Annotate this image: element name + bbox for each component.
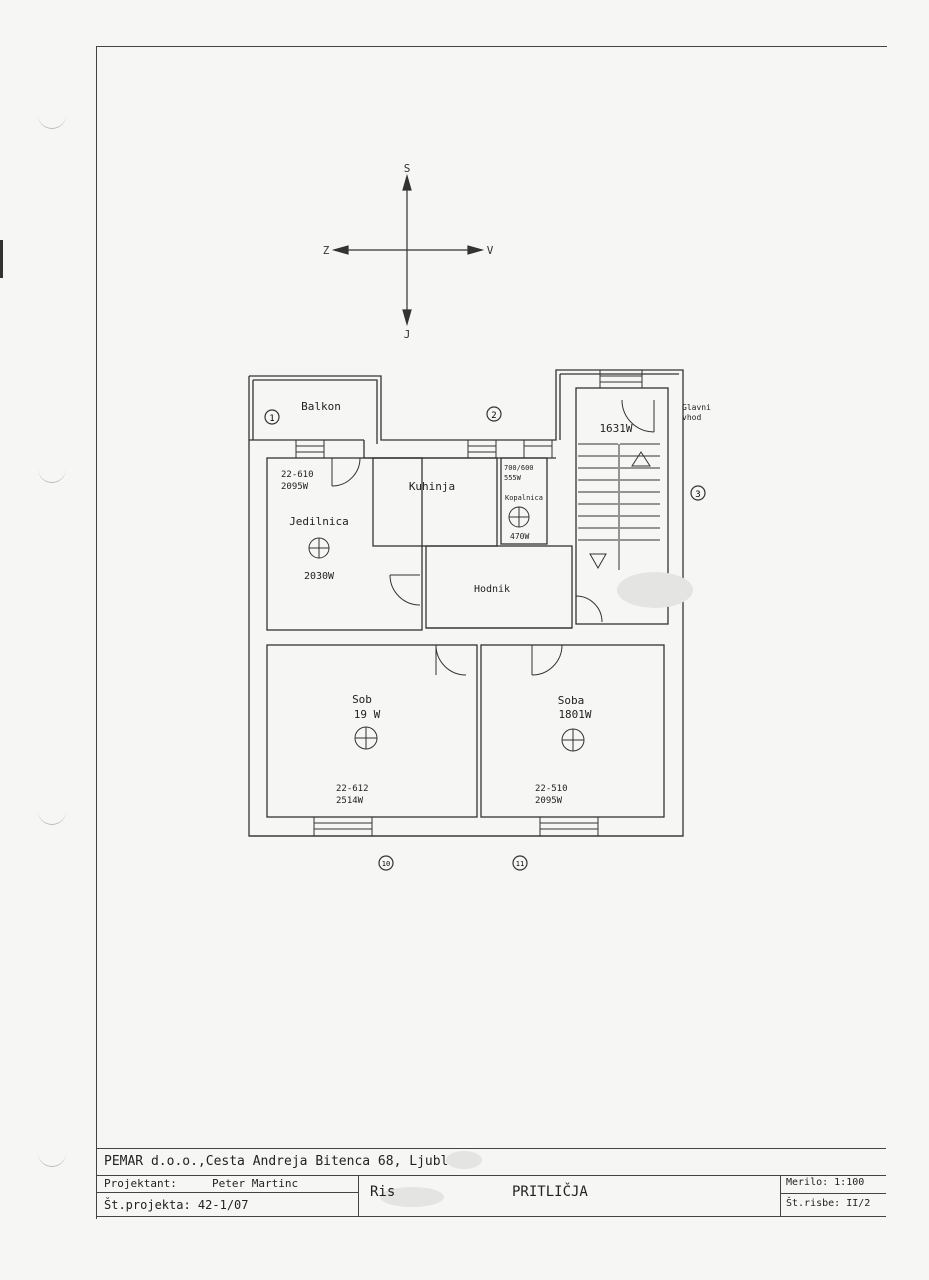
title-block-line	[96, 1175, 886, 1176]
marker-3: 3	[695, 490, 700, 500]
room-soba-left: Sob	[352, 693, 372, 706]
marker-2: 2	[491, 411, 496, 421]
room-kuhinja: Kuhinja	[409, 480, 455, 493]
room-kopalnica: Kopalnica	[505, 494, 543, 502]
company-name: PEMAR d.o.o.,Cesta Andreja Bitenca 68, L…	[104, 1154, 449, 1169]
marker-11: 11	[516, 860, 524, 868]
compass-west-label: Z	[323, 244, 330, 257]
compass-south-label: J	[404, 328, 411, 341]
title-block-bottom-line	[96, 1216, 886, 1218]
radiator-2-type: 22-612	[336, 784, 369, 794]
doors	[331, 399, 655, 676]
windows	[295, 369, 643, 837]
radiator-1-type: 22-610	[281, 470, 314, 480]
compass-east-label: V	[487, 244, 494, 257]
entrance-label-1: Glavni	[682, 403, 711, 412]
room-jedilnica: Jedilnica	[289, 515, 349, 528]
room-soba-right: Soba	[558, 694, 585, 707]
projektant-name: Peter Martinc	[212, 1177, 299, 1190]
punch-hole	[38, 1150, 66, 1167]
kopalnica-radiator-power: 555W	[504, 474, 522, 482]
radiator-3-power: 2095W	[535, 796, 563, 806]
room-soba-right-power: 1801W	[558, 708, 591, 721]
punch-hole	[38, 466, 66, 483]
stairs-power: 1631W	[599, 422, 632, 435]
kopalnica-power: 470W	[510, 532, 529, 541]
binder-mark	[0, 240, 3, 278]
compass-rose	[331, 173, 485, 327]
title-block-divider	[358, 1175, 359, 1217]
drawing-number: Št.risbe: II/2	[786, 1198, 871, 1209]
title-block-divider	[780, 1175, 781, 1217]
title-block-line	[780, 1193, 886, 1194]
markers	[264, 406, 706, 871]
punch-hole	[38, 808, 66, 825]
room-jedilnica-power: 2030W	[304, 571, 335, 582]
radiator-2-power: 2514W	[336, 796, 364, 806]
staircase	[578, 443, 660, 570]
title-block-top-line	[96, 1148, 886, 1150]
entrance-label-2: vhod	[682, 413, 701, 422]
projektant-label: Projektant:	[104, 1177, 177, 1190]
punch-hole	[38, 112, 66, 129]
marker-10: 10	[382, 860, 390, 868]
room-balkon: Balkon	[301, 400, 341, 413]
room-hodnik: Hodnik	[474, 584, 510, 595]
scale-label: Merilo: 1:100	[786, 1177, 865, 1188]
drawing-frame	[96, 46, 887, 1219]
redaction-blur	[380, 572, 693, 1207]
compass-north-label: S	[404, 162, 411, 175]
drawing-title-left: Ris	[370, 1184, 396, 1200]
project-number: Št.projekta: 42-1/07	[104, 1198, 249, 1212]
radiator-1-power: 2095W	[281, 482, 309, 492]
radiator-3-type: 22-510	[535, 784, 568, 794]
heating-symbols	[308, 506, 585, 752]
kopalnica-radiator: 700/600	[504, 464, 534, 472]
marker-1: 1	[269, 414, 274, 424]
drawing-title-right: PRITLIČJA	[512, 1184, 588, 1200]
title-block-line	[96, 1192, 358, 1193]
room-soba-left-power: 19 W	[354, 708, 381, 721]
